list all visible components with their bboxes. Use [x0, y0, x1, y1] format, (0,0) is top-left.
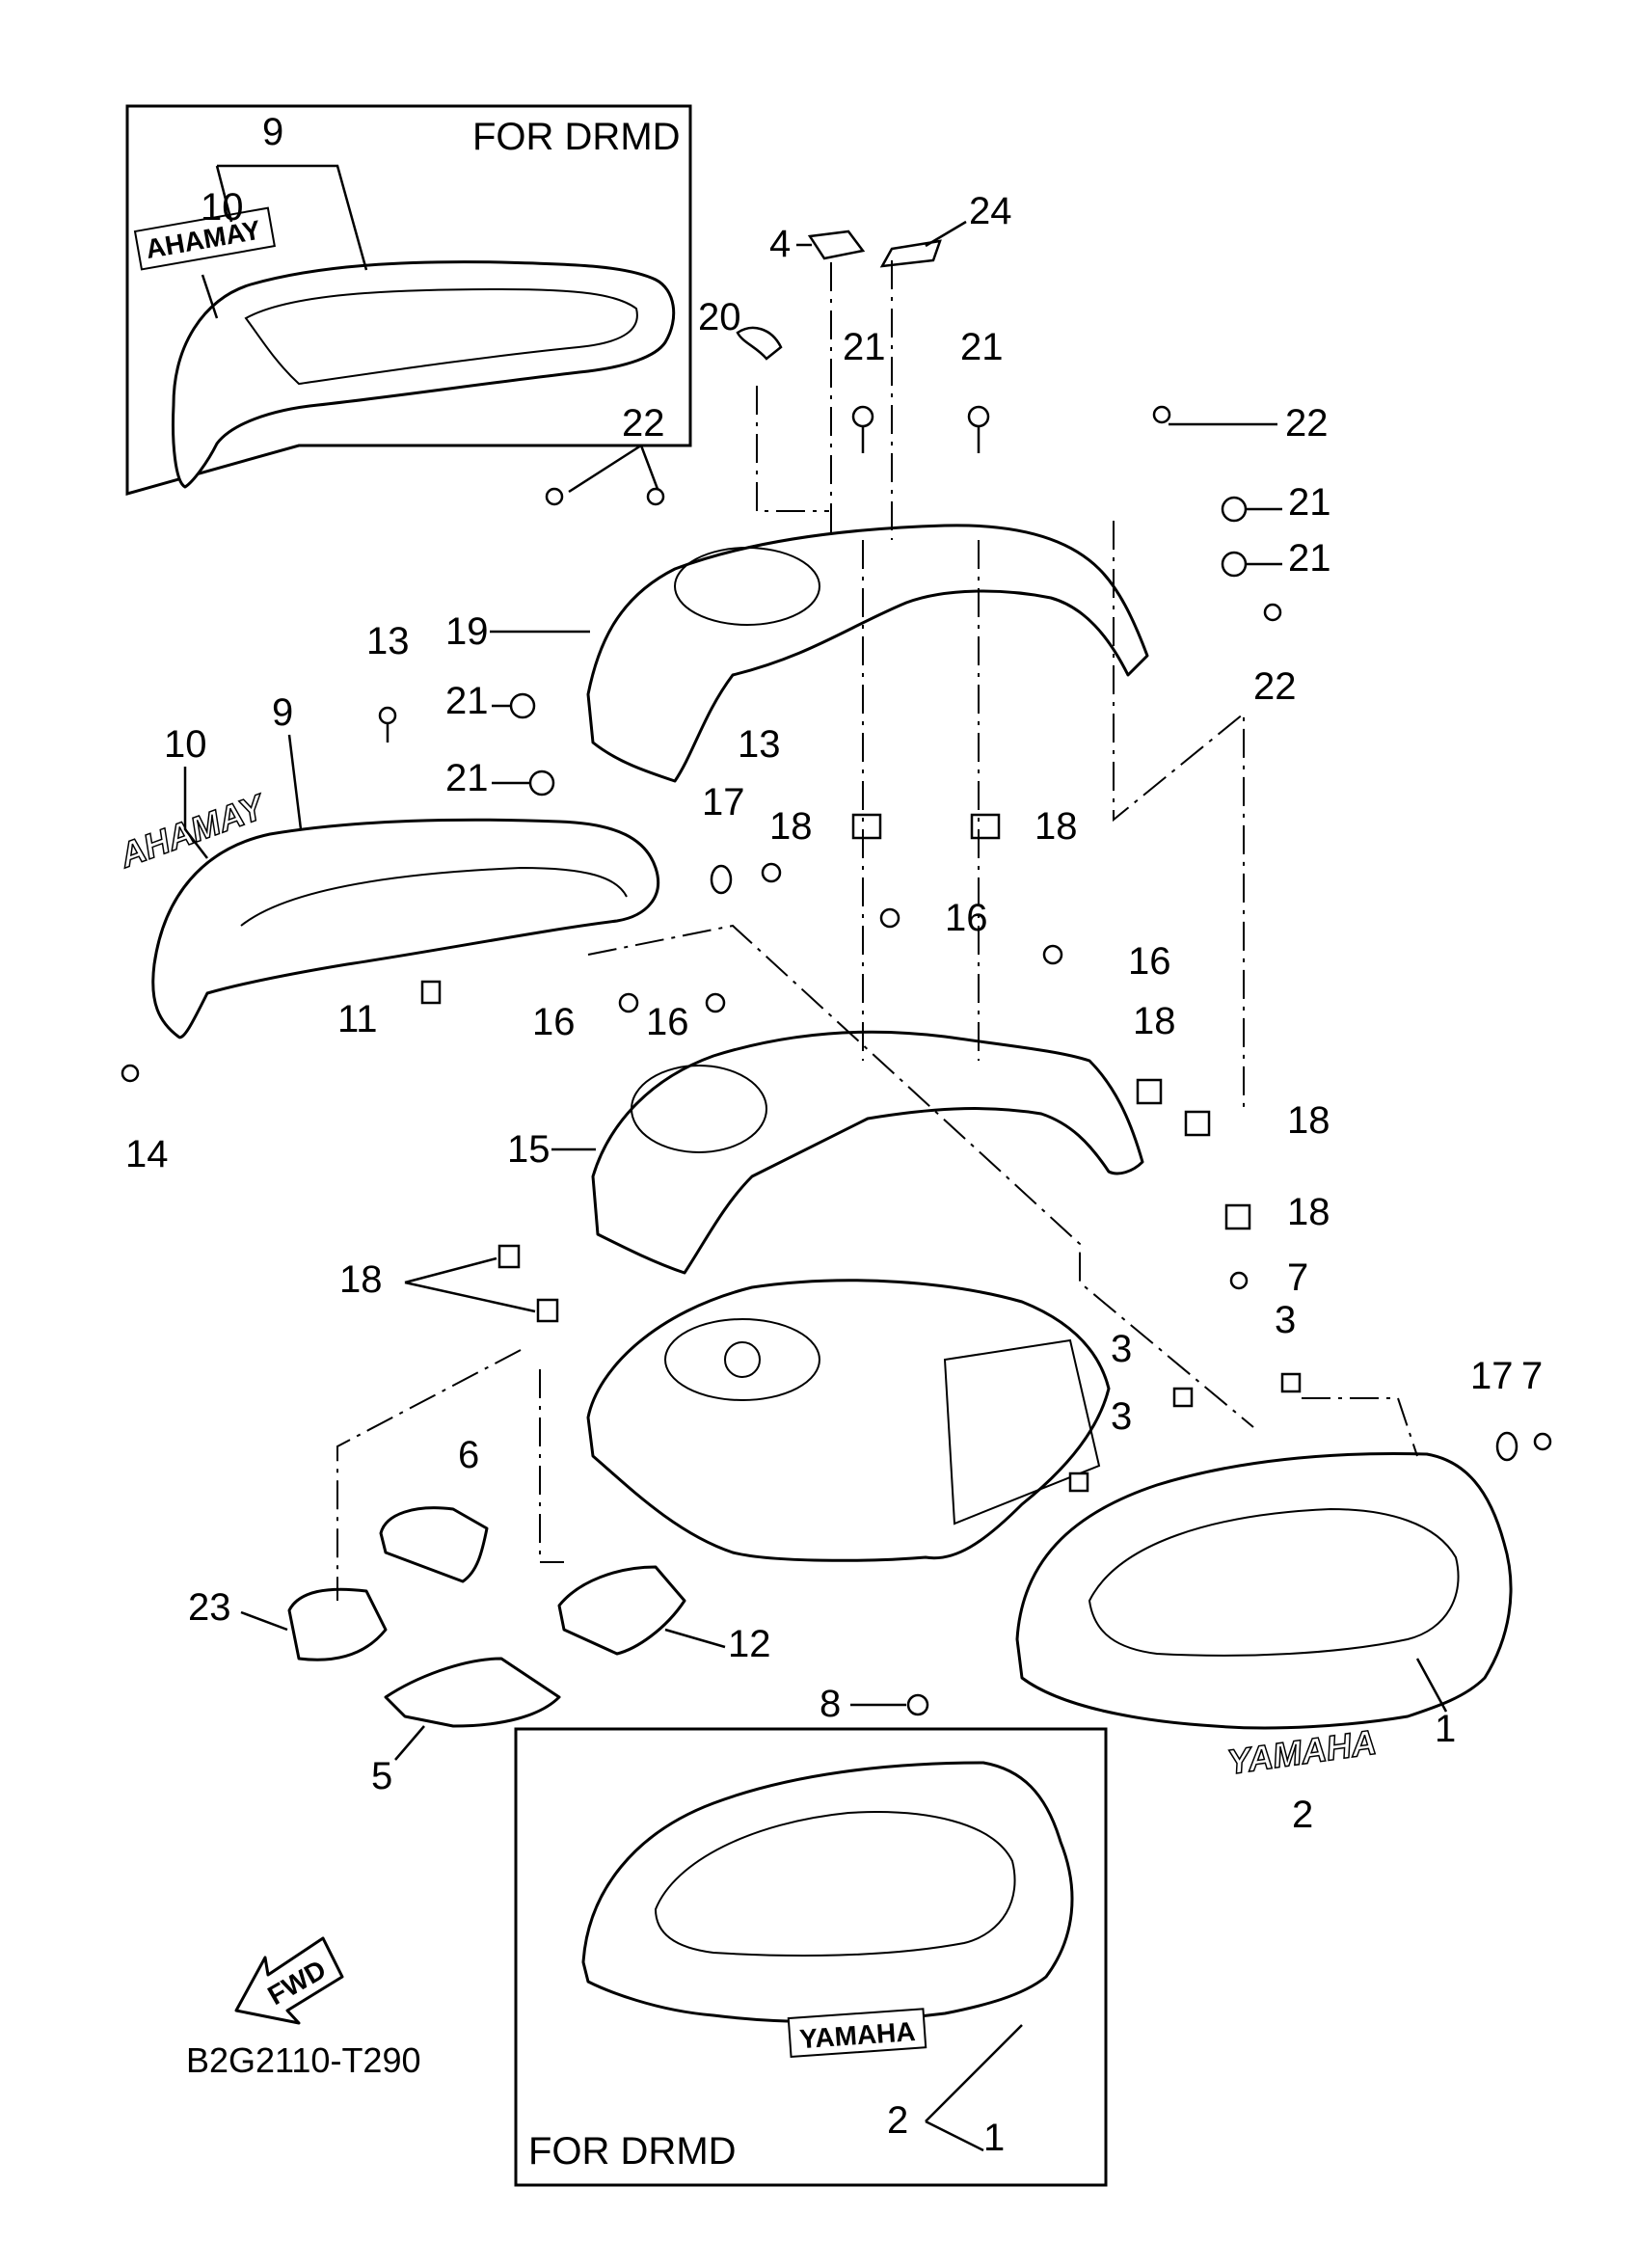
svg-text:3: 3	[1275, 1299, 1296, 1341]
inset-frame-bottom	[514, 1727, 1108, 2187]
svg-text:7: 7	[1521, 1355, 1543, 1397]
svg-text:22: 22	[1253, 665, 1297, 708]
hardware-13-17: 13 13 17	[366, 620, 782, 895]
part-20: 20	[698, 296, 783, 361]
seat-cover-drmd-inner	[244, 287, 638, 386]
svg-text:16: 16	[532, 1001, 576, 1043]
svg-text:16: 16	[1128, 940, 1171, 983]
bolt-21-e: 21	[445, 680, 536, 722]
upper-panel-opening	[674, 547, 820, 626]
svg-text:10: 10	[164, 723, 207, 766]
drmd-inset-bottom: YAMAHA 2 1 FOR DRMD	[514, 1727, 1108, 2187]
svg-text:8: 8	[820, 1683, 841, 1725]
svg-text:23: 23	[188, 1586, 231, 1629]
bolt-21-f: 21	[445, 757, 555, 799]
svg-text:21: 21	[445, 757, 489, 799]
svg-text:3: 3	[1111, 1395, 1132, 1438]
clips-18-side: 18 18 18 18	[339, 1000, 1330, 1323]
svg-text:17: 17	[702, 781, 745, 824]
svg-text:1: 1	[983, 2117, 1005, 2159]
svg-text:18: 18	[1287, 1099, 1330, 1142]
fuel-tank	[586, 1279, 1111, 1562]
pad-23	[287, 1587, 388, 1661]
svg-text:18: 18	[1287, 1191, 1330, 1233]
svg-text:18: 18	[769, 805, 813, 848]
svg-text:24: 24	[969, 190, 1012, 232]
bolts-16: 16 16 16 16	[532, 897, 1171, 1043]
parts-11-14: 11 14	[121, 980, 442, 1175]
inset-title-top: FOR DRMD	[472, 116, 681, 158]
hardware-3-7-8-17: 3 3 3 7 7 17 8	[820, 1256, 1552, 1725]
svg-text:6: 6	[458, 1434, 479, 1476]
svg-text:3: 3	[1111, 1328, 1132, 1370]
upper-panel-shape	[586, 524, 1149, 783]
inset-frame-top	[125, 104, 692, 496]
svg-text:16: 16	[646, 1001, 689, 1043]
diagram-code: B2G2110-T290	[186, 2040, 421, 2080]
svg-text:13: 13	[738, 723, 781, 766]
part-15-inner-panel: 15	[507, 1030, 1144, 1275]
tank-cover-drmd	[581, 1761, 1074, 2024]
svg-text:21: 21	[960, 326, 1004, 368]
bolt-21-b: 21	[960, 326, 1004, 453]
fwd-arrow-icon	[234, 1936, 344, 2025]
svg-text:YAMAHA: YAMAHA	[1224, 1722, 1379, 1782]
svg-text:22: 22	[1285, 402, 1329, 445]
bolt-22: 22 22 22	[545, 402, 1329, 708]
svg-text:13: 13	[366, 620, 410, 662]
emblem-yamaha-bottom: YAMAHA	[787, 2008, 927, 2059]
callout-10-top: 10	[201, 186, 244, 229]
svg-text:12: 12	[728, 1623, 771, 1665]
svg-text:11: 11	[337, 998, 378, 1040]
svg-text:1: 1	[1435, 1708, 1456, 1750]
svg-text:18: 18	[1133, 1000, 1176, 1042]
svg-text:18: 18	[339, 1258, 383, 1301]
svg-text:16: 16	[945, 897, 988, 939]
pad-12	[557, 1565, 686, 1656]
tank-mesh	[943, 1338, 1101, 1526]
bolt-21-a: 21	[843, 326, 886, 453]
part-4: 4	[769, 223, 866, 265]
svg-text:21: 21	[843, 326, 886, 368]
callout-19: 19	[445, 610, 489, 653]
leader-10-top	[201, 230, 224, 319]
part-1-tank-cover: 1 YAMAHA 2	[1015, 1451, 1513, 1836]
svg-text:21: 21	[1288, 537, 1331, 580]
svg-text:15: 15	[507, 1128, 551, 1171]
svg-text:21: 21	[1288, 481, 1331, 524]
svg-text:22: 22	[622, 402, 665, 445]
svg-text:17: 17	[1470, 1355, 1514, 1397]
pad-5	[384, 1657, 561, 1728]
svg-text:2: 2	[1292, 1794, 1313, 1836]
svg-text:21: 21	[445, 680, 489, 722]
fwd-arrow: FWD	[234, 1936, 344, 2025]
pad-6	[379, 1506, 489, 1583]
drmd-inset-top: FOR DRMD AHAMAY 9 10	[125, 104, 692, 496]
svg-text:9: 9	[272, 691, 293, 734]
svg-text:5: 5	[371, 1755, 392, 1797]
part-9-cover: 9 AHAMAY 10	[113, 691, 660, 1040]
guide-lines	[336, 260, 1418, 1601]
svg-text:20: 20	[698, 296, 741, 338]
inset-title-bottom: FOR DRMD	[528, 2130, 737, 2173]
part-19-upper-panel: 19	[445, 524, 1149, 783]
leader-9-top	[215, 164, 368, 271]
svg-text:14: 14	[125, 1133, 169, 1175]
svg-text:7: 7	[1287, 1256, 1308, 1299]
svg-text:4: 4	[769, 223, 791, 265]
clips-18-top: 18 18	[769, 805, 1078, 848]
part-24: 24	[879, 190, 1012, 268]
svg-text:18: 18	[1034, 805, 1078, 848]
svg-text:2: 2	[887, 2099, 908, 2142]
bolt-21-c: 21	[1221, 481, 1331, 524]
pads: 6 23 12 5	[188, 1434, 771, 1797]
callout-9-top: 9	[262, 111, 283, 153]
seat-cover-drmd	[172, 260, 676, 489]
bolt-21-d: 21	[1221, 537, 1331, 580]
emblem-yamaha-right: YAMAHA	[1224, 1721, 1380, 1783]
